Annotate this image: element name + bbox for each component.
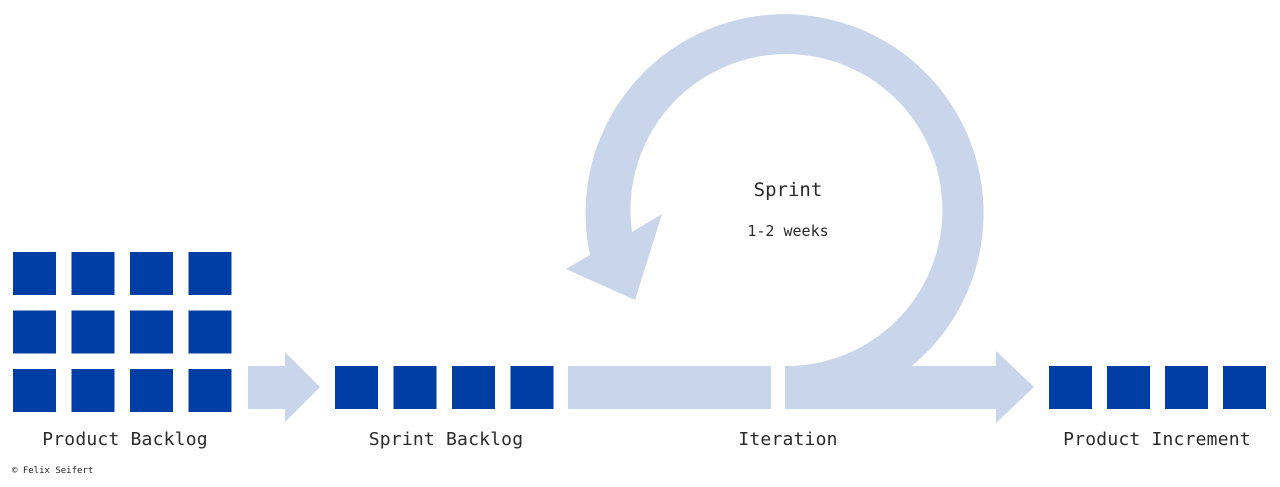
product-backlog-items: [13, 252, 232, 412]
product-backlog-item: [188, 369, 232, 412]
product-increment-items: [1049, 366, 1266, 409]
product-backlog-item: [130, 310, 173, 354]
sprint-backlog-label: Sprint Backlog: [368, 429, 524, 450]
sprint-backlog-item: [452, 366, 495, 409]
product-backlog-label: Product Backlog: [42, 429, 208, 450]
product-increment-item: [1165, 366, 1208, 409]
product-increment-item: [1107, 366, 1150, 409]
iteration-bar: [568, 366, 771, 409]
sprint-backlog-items: [335, 366, 554, 409]
product-backlog-item: [71, 252, 115, 295]
product-backlog-item: [13, 369, 56, 412]
sprint-loop-arrow: [566, 14, 1034, 424]
product-backlog-item: [130, 369, 173, 412]
product-backlog-item: [13, 310, 56, 354]
backlog-to-sprint-arrow: [248, 352, 320, 422]
product-increment-label: Product Increment: [1063, 429, 1251, 450]
sprint-backlog-item: [393, 366, 437, 409]
product-increment-item: [1223, 366, 1266, 409]
sprint-title: Sprint: [753, 179, 823, 201]
iteration-label: Iteration: [738, 429, 838, 450]
sprint-backlog-item: [335, 366, 378, 409]
credit-text: © Felix Seifert: [12, 466, 94, 476]
product-increment-item: [1049, 366, 1092, 409]
product-backlog-item: [13, 252, 56, 295]
product-backlog-item: [71, 310, 115, 354]
product-backlog-item: [130, 252, 173, 295]
product-backlog-item: [188, 310, 232, 354]
product-backlog-item: [71, 369, 115, 412]
sprint-duration: 1-2 weeks: [747, 222, 829, 240]
product-backlog-item: [188, 252, 232, 295]
sprint-backlog-item: [510, 366, 554, 409]
